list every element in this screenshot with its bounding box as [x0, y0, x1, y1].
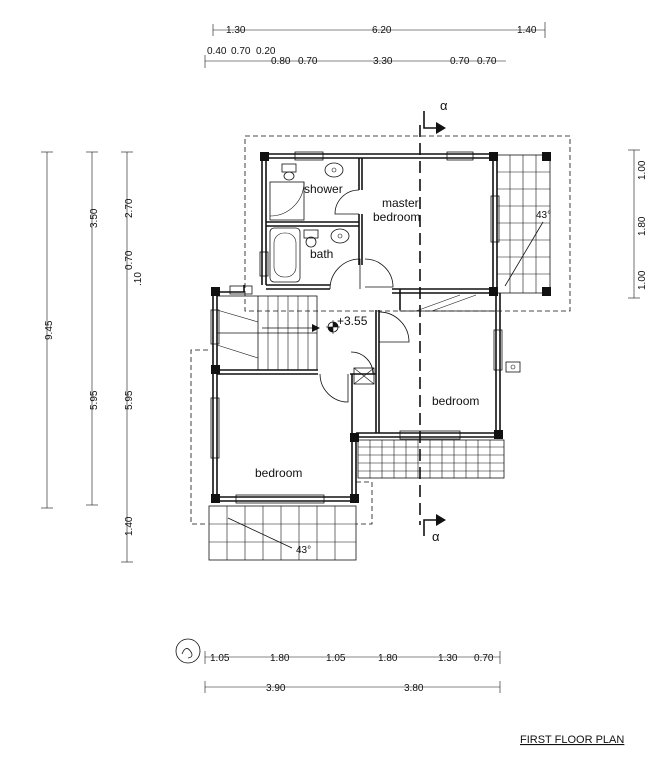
bottom-dimension-chain: 1.05 1.80 1.05 1.80 1.30 0.70 3.90 3.80 [204, 651, 501, 694]
windows [210, 151, 503, 504]
bottom-dim-4: 1.80 [378, 653, 398, 664]
right-dim-3: 1.00 [637, 270, 648, 290]
level-label: +3.55 [337, 314, 368, 328]
right-dim-1: 1.00 [637, 160, 648, 180]
left-dim-upper: 3.50 [89, 208, 100, 228]
structural-columns [211, 152, 551, 503]
left-dim-bottom: 1.40 [124, 516, 135, 536]
level-marker: +3.55 [326, 314, 368, 334]
staircase [216, 295, 320, 371]
room-label-shower: shower [304, 182, 343, 196]
right-dim-2: 1.80 [637, 216, 648, 236]
top-dim-1: 1.30 [226, 25, 246, 36]
drawing-title: FIRST FLOOR PLAN [520, 734, 624, 746]
left-dimension-chain: 9.45 3.50 5.95 2.70 0.70 .10 5.95 1.40 [41, 151, 144, 563]
bottom-dim-1: 1.05 [210, 653, 230, 664]
roof-outline-lower [190, 349, 208, 525]
left-dim-mid-b: 0.70 [124, 250, 135, 270]
bottom-dim-6: 0.70 [474, 653, 494, 664]
bathroom-fixtures [269, 162, 521, 373]
roof-outline-lower-right [356, 481, 373, 525]
balcony-ne-slope-label: 43° [536, 210, 551, 221]
top-dim-6: 3.30 [373, 56, 393, 67]
top-dim-7: 0.70 [450, 56, 470, 67]
top-dim-3: 1.40 [517, 25, 537, 36]
interior-walls [217, 158, 497, 437]
left-dim-lower: 5.95 [89, 390, 100, 410]
left-dim-upper-b: 2.70 [124, 198, 135, 218]
section-label-top: α [440, 98, 448, 113]
balcony-northeast: 43° [496, 154, 551, 294]
right-dimension-chain: 1.00 1.80 1.00 [628, 149, 648, 299]
top-dim-2: 6.20 [372, 25, 392, 36]
balcony-sw-slope-label: 43° [296, 545, 311, 556]
roof-outline-upper [244, 135, 571, 312]
room-label-master-1: master [382, 196, 419, 210]
north-arrow-icon [175, 638, 201, 664]
section-cut-line: α α [419, 98, 448, 544]
pergola-south-strip [357, 439, 505, 479]
top-dimension-chain: 1.30 6.20 1.40 0.40 0.70 0.20 0.80 0.70 … [204, 22, 546, 68]
room-label-bedroom-east: bedroom [432, 394, 479, 408]
top-dim-4: 0.80 [271, 56, 291, 67]
bottom-dim-7: 3.90 [266, 683, 286, 694]
room-label-bedroom-west: bedroom [255, 466, 302, 480]
top-dim-small-3: 0.20 [256, 46, 276, 57]
bottom-dim-2: 1.80 [270, 653, 290, 664]
room-label-bath: bath [310, 247, 333, 261]
top-dim-8: 0.70 [477, 56, 497, 67]
top-dim-5: 0.70 [298, 56, 318, 67]
balcony-southwest: 43° [208, 505, 357, 561]
top-dim-small-1: 0.40 [207, 46, 227, 57]
door-swings [319, 189, 410, 403]
left-dim-total: 9.45 [44, 320, 55, 340]
top-dim-small-2: 0.70 [231, 46, 251, 57]
room-label-master-2: bedroom [373, 210, 420, 224]
section-label-bottom: α [432, 529, 440, 544]
bottom-dim-3: 1.05 [326, 653, 346, 664]
left-dim-mid-c: .10 [133, 272, 144, 286]
bottom-dim-5: 1.30 [438, 653, 458, 664]
left-dim-lower-b: 5.95 [124, 390, 135, 410]
bottom-dim-8: 3.80 [404, 683, 424, 694]
